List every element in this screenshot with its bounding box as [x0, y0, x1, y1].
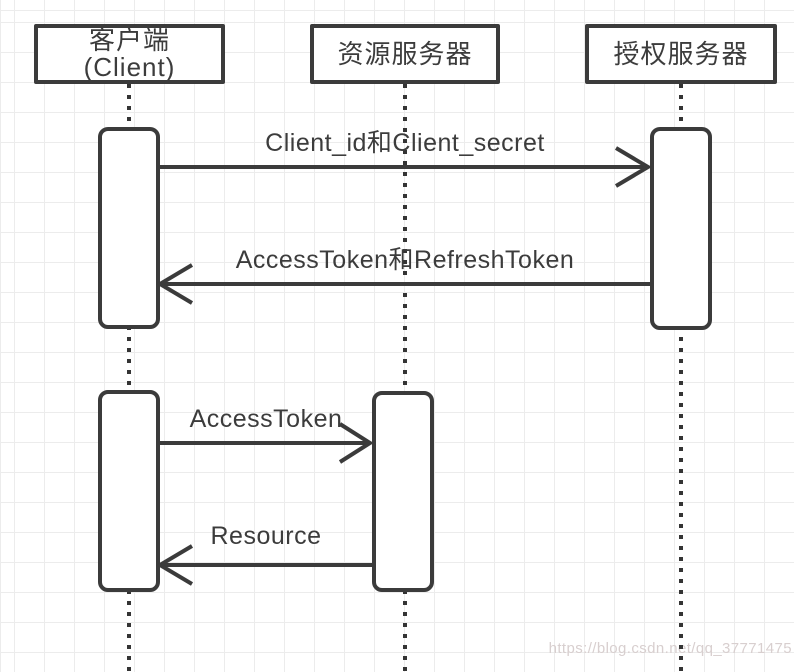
lifeline-auth-server	[679, 84, 683, 672]
message-label-client-credentials: Client_id和Client_secret	[265, 129, 545, 157]
actor-resource-server: 资源服务器	[310, 24, 500, 84]
arrowhead-right-icon	[338, 422, 374, 464]
actor-auth-server: 授权服务器	[585, 24, 777, 84]
activation-bar-client-1	[98, 127, 160, 329]
lifeline-resource-server	[403, 84, 407, 672]
activation-bar-auth-1	[650, 127, 712, 330]
lifeline-client	[127, 84, 131, 672]
message-label-access-token: AccessToken	[189, 405, 343, 433]
message-label-tokens: AccessToken和RefreshToken	[235, 246, 575, 274]
watermark-url: https://blog.csdn.net/qq_37771475	[548, 640, 792, 657]
actor-client-sublabel: (Client)	[83, 52, 176, 82]
actor-client-label: 客户端	[88, 25, 170, 55]
message-arrow-client-to-resource	[160, 422, 374, 464]
activation-bar-resource-1	[372, 391, 434, 592]
actor-auth-server-label: 授权服务器	[613, 38, 749, 69]
actor-client: 客户端 (Client)	[34, 24, 225, 84]
actor-resource-server-label: 资源服务器	[337, 38, 473, 69]
message-label-resource: Resource	[210, 522, 322, 550]
arrowhead-left-icon	[156, 263, 194, 305]
activation-bar-client-2	[98, 390, 160, 592]
arrowhead-right-icon	[614, 146, 652, 188]
message-arrow-resource-to-client	[156, 544, 372, 586]
message-arrow-auth-to-client	[156, 263, 650, 305]
arrowhead-left-icon	[156, 544, 194, 586]
message-arrow-client-to-auth	[160, 146, 652, 188]
